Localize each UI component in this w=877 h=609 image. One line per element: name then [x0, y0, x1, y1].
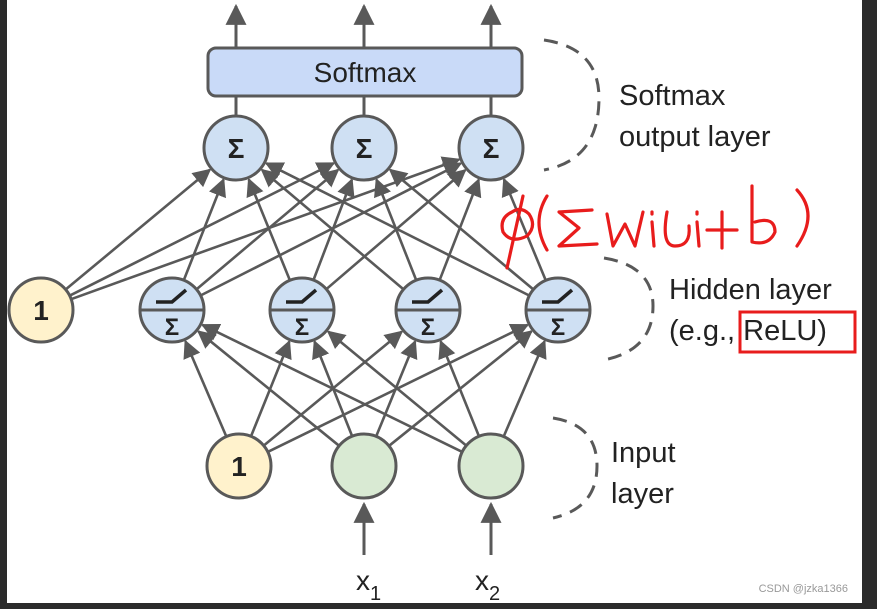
- watermark: CSDN @jzka1366: [758, 583, 848, 595]
- edge-hidden-0-output-1: [69, 162, 336, 297]
- input-nodes: 1: [205, 432, 525, 500]
- output-arrows: [225, 3, 502, 117]
- phi-stem: [505, 194, 525, 270]
- edge-hidden-0-output-0: [64, 168, 212, 291]
- input-arrows: [353, 501, 502, 555]
- sigma: [557, 208, 599, 248]
- sum-symbol: Σ: [421, 314, 435, 341]
- input-layer-label-1: Input: [611, 437, 676, 469]
- edge-input-2-hidden-1: [326, 330, 468, 447]
- paren-open: [537, 194, 549, 252]
- sum-symbol: Σ: [483, 133, 500, 164]
- i-sub-1: [650, 210, 656, 248]
- edge-hidden-4-output-0: [264, 162, 530, 297]
- hidden-nodes: 1Σ Σ Σ Σ: [7, 276, 592, 344]
- sum-symbol: Σ: [295, 314, 309, 341]
- output-node-3: [457, 114, 525, 182]
- input-layer-label-2: layer: [611, 478, 674, 510]
- phi-loop: [500, 207, 535, 241]
- brace-input: [552, 416, 599, 520]
- relu-icon: [286, 288, 318, 304]
- input-bias-node: [205, 432, 273, 500]
- softmax-box: [206, 46, 524, 98]
- edge-hidden-1-output-0: [182, 177, 226, 281]
- output-node-2: [330, 114, 398, 182]
- bias-label: 1: [33, 295, 49, 326]
- edge-hidden-4-output-1: [388, 168, 535, 291]
- relu-icon: [542, 288, 574, 304]
- layer-braces: [543, 38, 655, 520]
- edge-input-2-hidden-3: [502, 339, 547, 438]
- edge-input-0-hidden-0: [183, 339, 228, 438]
- plus: [705, 210, 739, 250]
- edge-input-2-hidden-0: [200, 323, 463, 454]
- edge-hidden-3-output-0: [260, 168, 405, 291]
- bias-label: 1: [231, 451, 247, 482]
- paren-close: [795, 188, 810, 248]
- edge-hidden-2-output-0: [246, 177, 292, 281]
- handwritten-formula: [500, 184, 810, 270]
- hidden-bias-node: [7, 276, 75, 344]
- edge-hidden-3-output-2: [438, 177, 482, 281]
- input-node-x1: [330, 432, 398, 500]
- i-sub-2: [695, 210, 701, 248]
- sum-symbol: Σ: [165, 314, 179, 341]
- w: [605, 210, 645, 248]
- output-layer-label-1: Softmax: [619, 80, 726, 112]
- sum-symbol: Σ: [356, 133, 373, 164]
- x-letter: [663, 210, 691, 248]
- output-layer-label-2: output layer: [619, 121, 771, 153]
- edge-input-1-hidden-0: [196, 330, 340, 447]
- relu-icon: [156, 288, 188, 304]
- edge-hidden-1-output-1: [195, 168, 340, 291]
- edge-hidden-4-output-2: [501, 177, 547, 281]
- x1-label: x1: [356, 565, 381, 603]
- x2-label: x2: [475, 565, 500, 603]
- output-node-1: [202, 114, 270, 182]
- relu-icon: [412, 288, 444, 304]
- brace-hidden: [603, 256, 655, 362]
- sum-symbol: Σ: [228, 133, 245, 164]
- connection-edges: [64, 156, 547, 454]
- edge-hidden-0-output-2: [70, 156, 461, 301]
- b-letter: [750, 184, 777, 245]
- hidden-layer-label-2: (e.g., ReLU): [669, 315, 827, 347]
- hidden-layer-label-1: Hidden layer: [669, 274, 832, 306]
- input-node-x2: [457, 432, 525, 500]
- edge-input-2-hidden-2: [438, 339, 481, 437]
- brace-output: [543, 38, 601, 172]
- relu-highlight-box: [738, 310, 857, 354]
- softmax-box-label: Softmax: [314, 57, 417, 88]
- sum-symbol: Σ: [551, 314, 565, 341]
